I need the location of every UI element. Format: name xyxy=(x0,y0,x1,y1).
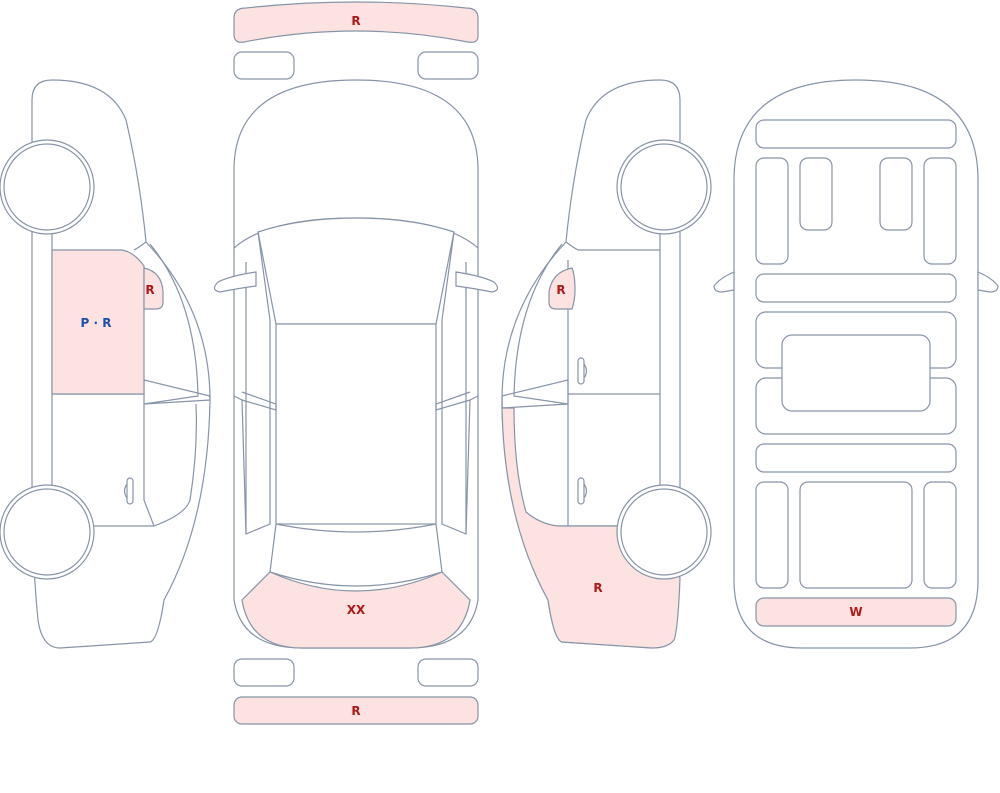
rear-bumper-label: R xyxy=(351,704,360,718)
left-side-line xyxy=(233,231,271,535)
left-side-mirror-top[interactable] xyxy=(213,271,257,293)
left-front-door-label: P · R xyxy=(81,316,112,330)
right-rear-door-handle-base xyxy=(583,483,588,499)
underbody-front-left-rail[interactable] xyxy=(755,157,789,265)
trunk-damage-label: XX xyxy=(347,603,366,617)
right-front-door-handle-base xyxy=(583,363,588,379)
left-rear-wheel[interactable] xyxy=(0,484,95,580)
left-rear-wheel-inner xyxy=(3,488,91,576)
underbody-spare-well[interactable] xyxy=(799,481,913,589)
right-window-line xyxy=(513,243,569,405)
left-side-view: P · R R xyxy=(0,79,211,649)
underbody-rear-right-rail[interactable] xyxy=(923,481,957,589)
right-rear-wheel-inner xyxy=(620,488,708,576)
right-front-door-handle[interactable] xyxy=(577,357,585,385)
roof-panel[interactable] xyxy=(275,323,437,525)
right-side-line xyxy=(441,231,479,535)
left-window-line xyxy=(143,243,199,405)
right-side-view: R R xyxy=(501,79,712,649)
left-rear-line xyxy=(143,403,197,527)
trunk-damage-part[interactable] xyxy=(241,571,471,649)
underbody-rear-left-rail[interactable] xyxy=(755,481,789,589)
front-bumper-label: R xyxy=(351,14,360,28)
rear-bumper-part[interactable] xyxy=(233,696,479,725)
underbody-mid-crossmember[interactable] xyxy=(755,273,957,303)
right-rear-door-handle[interactable] xyxy=(577,477,585,505)
underbody-rear-crossmember[interactable] xyxy=(755,443,957,473)
left-front-wheel[interactable] xyxy=(0,139,95,235)
underbody-view: W xyxy=(713,79,999,649)
left-front-wheel-inner xyxy=(3,143,91,231)
underbody-front-left-pocket[interactable] xyxy=(799,157,833,231)
left-mirror-label: R xyxy=(145,283,154,297)
left-taillight-part[interactable] xyxy=(233,658,295,687)
underbody-center-tunnel[interactable] xyxy=(781,334,931,412)
right-front-wheel[interactable] xyxy=(616,139,712,235)
right-mirror-label: R xyxy=(556,283,565,297)
left-front-door-part[interactable] xyxy=(51,249,145,395)
windshield[interactable] xyxy=(257,217,455,325)
right-headlight-part[interactable] xyxy=(417,51,479,80)
right-door-split xyxy=(435,391,471,411)
left-door-split xyxy=(241,391,277,411)
underbody-right-mirror xyxy=(977,271,999,293)
right-rear-wheel[interactable] xyxy=(616,484,712,580)
right-mirror-part[interactable] xyxy=(548,267,576,310)
left-mirror-part[interactable] xyxy=(143,267,164,310)
rear-window[interactable] xyxy=(269,523,443,587)
underbody-left-mirror xyxy=(713,271,735,293)
right-rear-quarter-part[interactable] xyxy=(501,407,681,649)
left-a-pillar xyxy=(133,241,147,251)
underbody-rear-panel-label: W xyxy=(849,605,862,619)
underbody-front-right-rail[interactable] xyxy=(923,157,957,265)
right-a-pillar xyxy=(565,241,579,251)
left-door-edge xyxy=(143,379,211,405)
top-view: R XX R xyxy=(213,1,499,725)
right-taillight-part[interactable] xyxy=(417,658,479,687)
front-bumper-part[interactable] xyxy=(233,1,479,43)
right-front-wheel-inner xyxy=(620,143,708,231)
right-rear-quarter-label: R xyxy=(593,581,602,595)
left-headlight-part[interactable] xyxy=(233,51,295,80)
left-door-handle[interactable] xyxy=(126,477,134,505)
underbody-front-right-pocket[interactable] xyxy=(879,157,913,231)
left-door-handle-base xyxy=(123,483,128,499)
underbody-rear-panel-part[interactable] xyxy=(755,597,957,627)
underbody-front-crossmember[interactable] xyxy=(755,119,957,149)
right-side-mirror-top[interactable] xyxy=(455,271,499,293)
